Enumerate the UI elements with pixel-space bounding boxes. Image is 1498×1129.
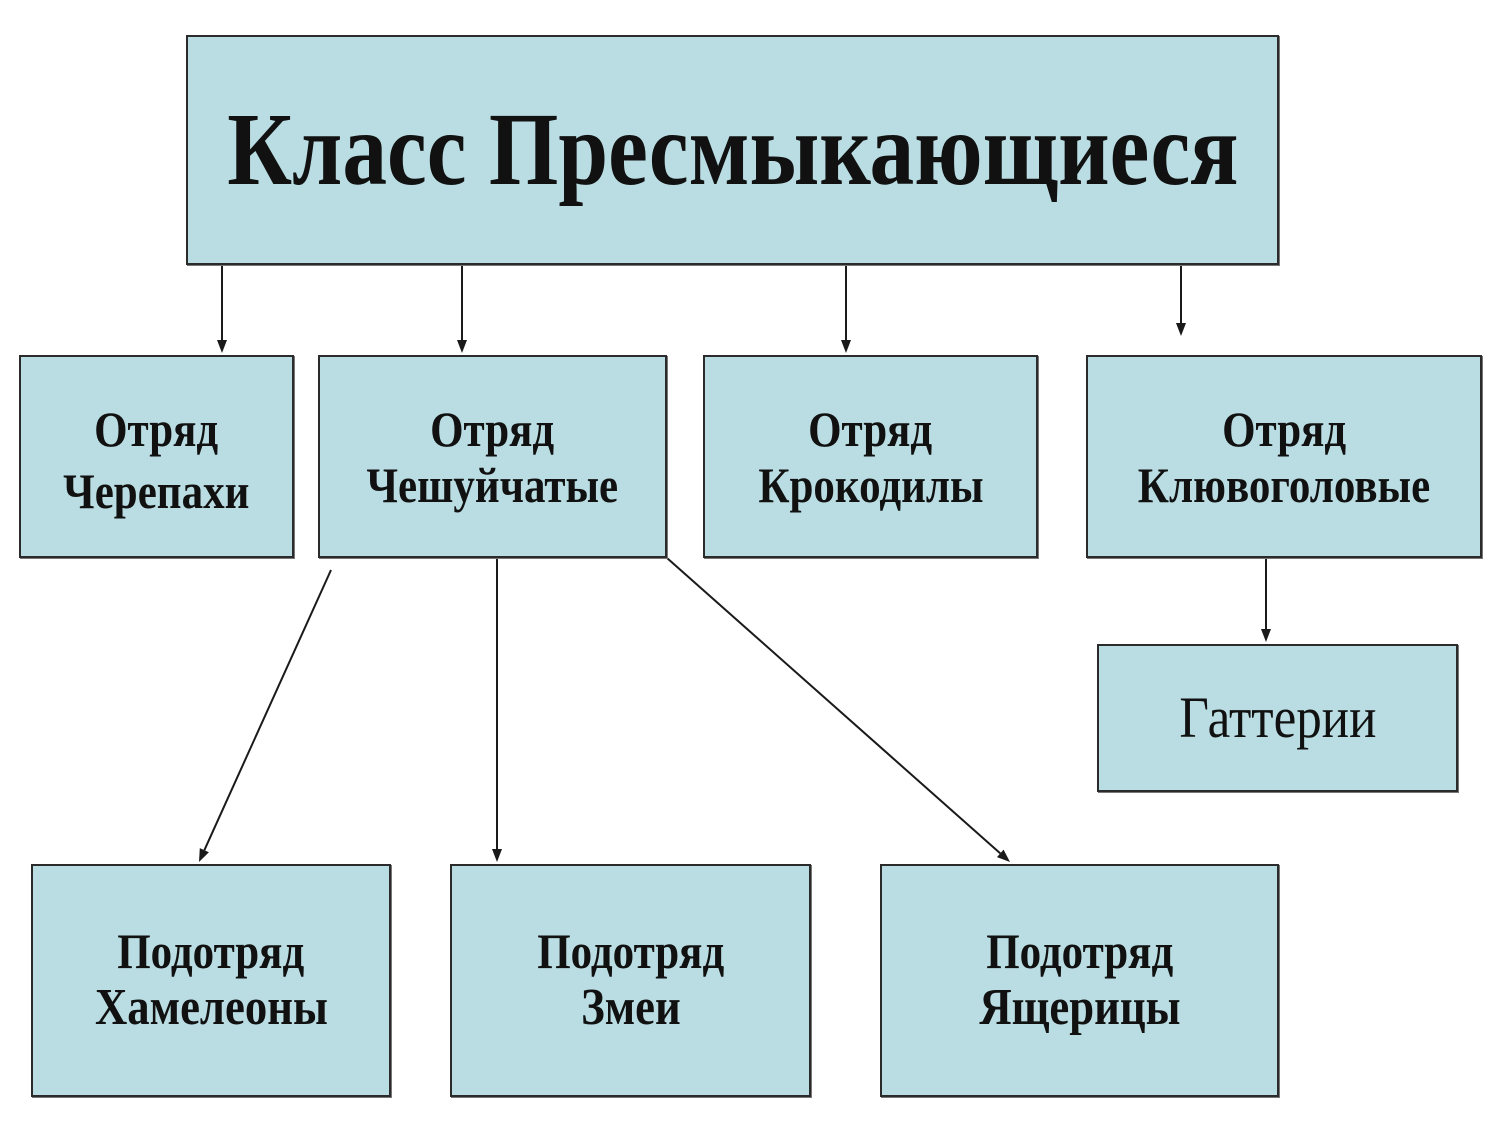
arrow-class-to-beakheads-head <box>1176 323 1186 336</box>
suborder-chameleons-label: Подотряд <box>117 923 305 980</box>
arrow-squamata-to-lizards-line <box>666 557 1001 855</box>
family-tuatara-name: Гаттерии <box>1179 684 1376 750</box>
order-squamata-label: Отряд <box>430 400 555 457</box>
order-squamata-box: Отряд Чешуйчатые <box>318 355 667 558</box>
order-beakheads-name: Клювоголовые <box>1137 456 1431 513</box>
suborder-lizards-label: Подотряд <box>986 923 1173 980</box>
order-beakheads-label: Отряд <box>1221 400 1347 457</box>
class-title-box: Класс Пресмыкающиеся <box>186 35 1279 265</box>
arrow-squamata-to-snakes-head <box>492 849 502 862</box>
suborder-snakes-name: Змеи <box>580 979 681 1037</box>
arrow-class-to-squamata-head <box>457 340 467 353</box>
suborder-lizards-name: Ящерицы <box>978 979 1181 1037</box>
arrow-beakheads-to-tuatara-head <box>1261 629 1271 642</box>
arrow-squamata-to-lizards-head <box>996 849 1010 862</box>
suborder-snakes-box: Подотряд Змеи <box>450 864 811 1097</box>
order-crocodiles-name: Крокодилы <box>757 456 984 513</box>
arrow-class-to-turtles-head <box>217 340 227 353</box>
suborder-snakes-label: Подотряд <box>537 923 724 980</box>
order-squamata-name: Чешуйчатые <box>366 456 619 513</box>
order-turtles-box: Отряд Черепахи <box>19 355 294 558</box>
order-beakheads-box: Отряд Клювоголовые <box>1086 355 1482 558</box>
suborder-chameleons-name: Хамелеоны <box>94 979 328 1037</box>
class-title: Класс Пресмыкающиеся <box>226 91 1239 207</box>
order-crocodiles-label: Отряд <box>808 400 933 457</box>
suborder-chameleons-box: Подотряд Хамелеоны <box>31 864 391 1097</box>
order-crocodiles-box: Отряд Крокодилы <box>703 355 1038 558</box>
suborder-lizards-box: Подотряд Ящерицы <box>880 864 1279 1097</box>
order-turtles-name: Черепахи <box>63 462 250 519</box>
arrow-class-to-crocodiles-head <box>841 340 851 353</box>
arrow-squamata-to-chameleons-head <box>199 848 209 862</box>
arrow-squamata-to-chameleons-line <box>203 569 332 851</box>
order-turtles-label: Отряд <box>94 400 219 457</box>
family-tuatara-box: Гаттерии <box>1097 644 1458 792</box>
